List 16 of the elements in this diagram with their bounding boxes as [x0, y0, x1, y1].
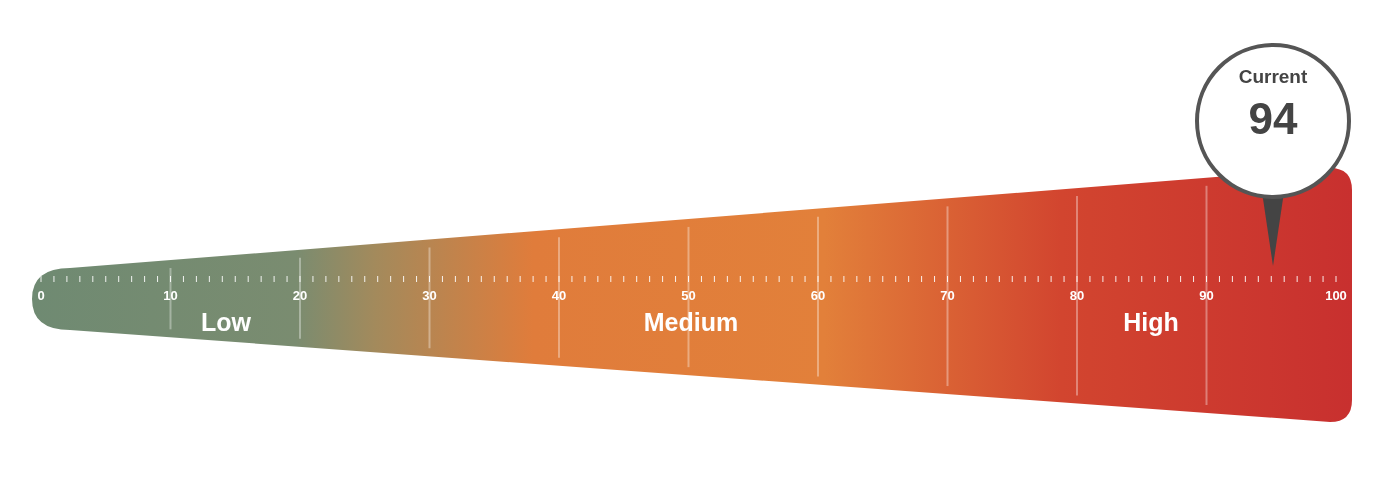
callout-value: 94	[1247, 94, 1299, 144]
scale-number: 40	[551, 288, 567, 303]
scale-number: 20	[292, 288, 308, 303]
scale-number: 30	[422, 288, 437, 303]
scale-number: 100	[1325, 288, 1347, 303]
range-label: High	[1123, 308, 1179, 337]
range-label: Low	[201, 308, 251, 337]
scale-number: 0	[37, 288, 45, 303]
scale-number: 80	[1069, 288, 1085, 303]
callout-title: Current	[1237, 66, 1309, 88]
scale-number: 50	[681, 288, 696, 303]
scale-number: 90	[1199, 288, 1214, 303]
scale-number: 60	[810, 288, 826, 303]
scale-number: 70	[940, 288, 955, 303]
scale-number: 10	[163, 288, 178, 303]
range-label: Medium	[643, 308, 739, 337]
